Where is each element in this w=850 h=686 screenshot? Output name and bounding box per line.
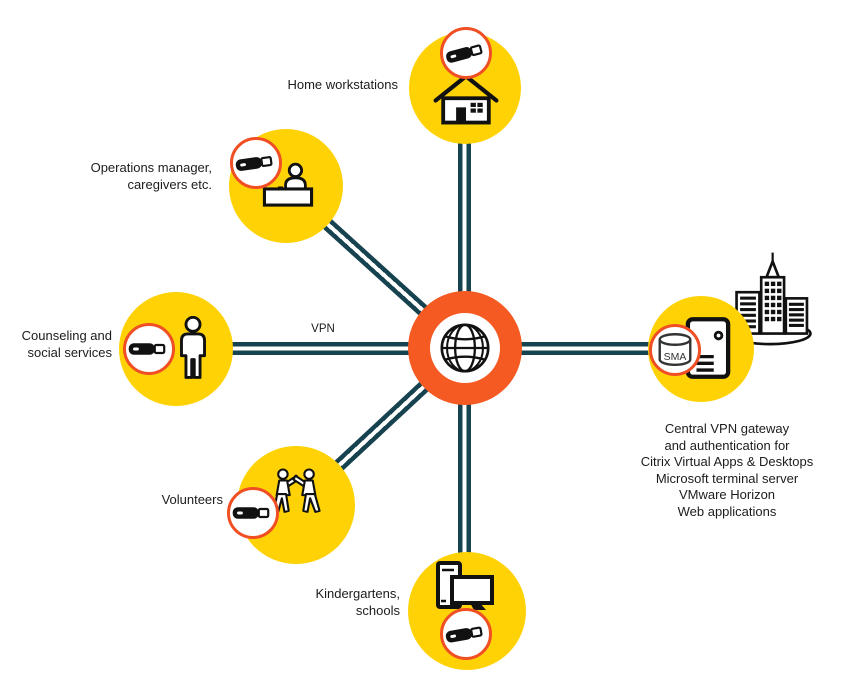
connector-hub-to-kindergartens <box>458 348 471 612</box>
connector-hub-to-home <box>458 88 471 348</box>
label-home-workstations: Home workstations <box>287 77 398 92</box>
node-home-workstations <box>409 27 521 144</box>
database-cylinder-icon <box>658 333 692 366</box>
internet-hub <box>408 291 522 405</box>
label-central-vpn-gateway: Central VPN gateway and authentication f… <box>640 421 814 519</box>
hub-inner-circle <box>430 313 500 383</box>
usb-token-icon <box>128 343 166 355</box>
node-kindergartens-schools <box>408 552 526 670</box>
label-volunteers: Volunteers <box>161 492 223 507</box>
usb-token-icon <box>446 44 483 63</box>
label-vpn-line: VPN <box>311 323 335 335</box>
sma-badge-label: SMA <box>663 351 687 363</box>
node-central-vpn-gateway: SMA <box>648 296 754 402</box>
globe-icon <box>440 323 490 373</box>
usb-token-icon <box>445 626 483 643</box>
usb-token-badge <box>230 137 282 189</box>
server-icon <box>685 317 731 379</box>
node-operations-manager <box>229 129 343 243</box>
house-icon <box>433 73 499 125</box>
person-icon <box>180 316 206 379</box>
reception-desk-icon <box>262 162 314 207</box>
label-operations-manager: Operations manager, caregivers etc. <box>90 160 212 192</box>
usb-token-icon <box>235 156 273 171</box>
usb-token-badge <box>227 487 279 539</box>
usb-token-icon <box>232 507 270 519</box>
label-kindergartens-schools: Kindergartens, schools <box>315 586 400 618</box>
connector-hub-to-gateway <box>465 342 701 355</box>
sma-appliance-badge: SMA <box>649 324 701 376</box>
label-counseling-social-services: Counseling and social services <box>21 328 112 360</box>
usb-token-badge <box>123 323 175 375</box>
usb-token-badge <box>440 27 492 79</box>
node-counseling-social-services <box>119 292 233 406</box>
two-people-icon <box>272 468 321 513</box>
usb-token-badge <box>440 608 492 660</box>
connector-hub-to-counseling <box>176 342 465 355</box>
desktop-computer-icon <box>436 561 494 610</box>
node-volunteers <box>227 446 355 564</box>
